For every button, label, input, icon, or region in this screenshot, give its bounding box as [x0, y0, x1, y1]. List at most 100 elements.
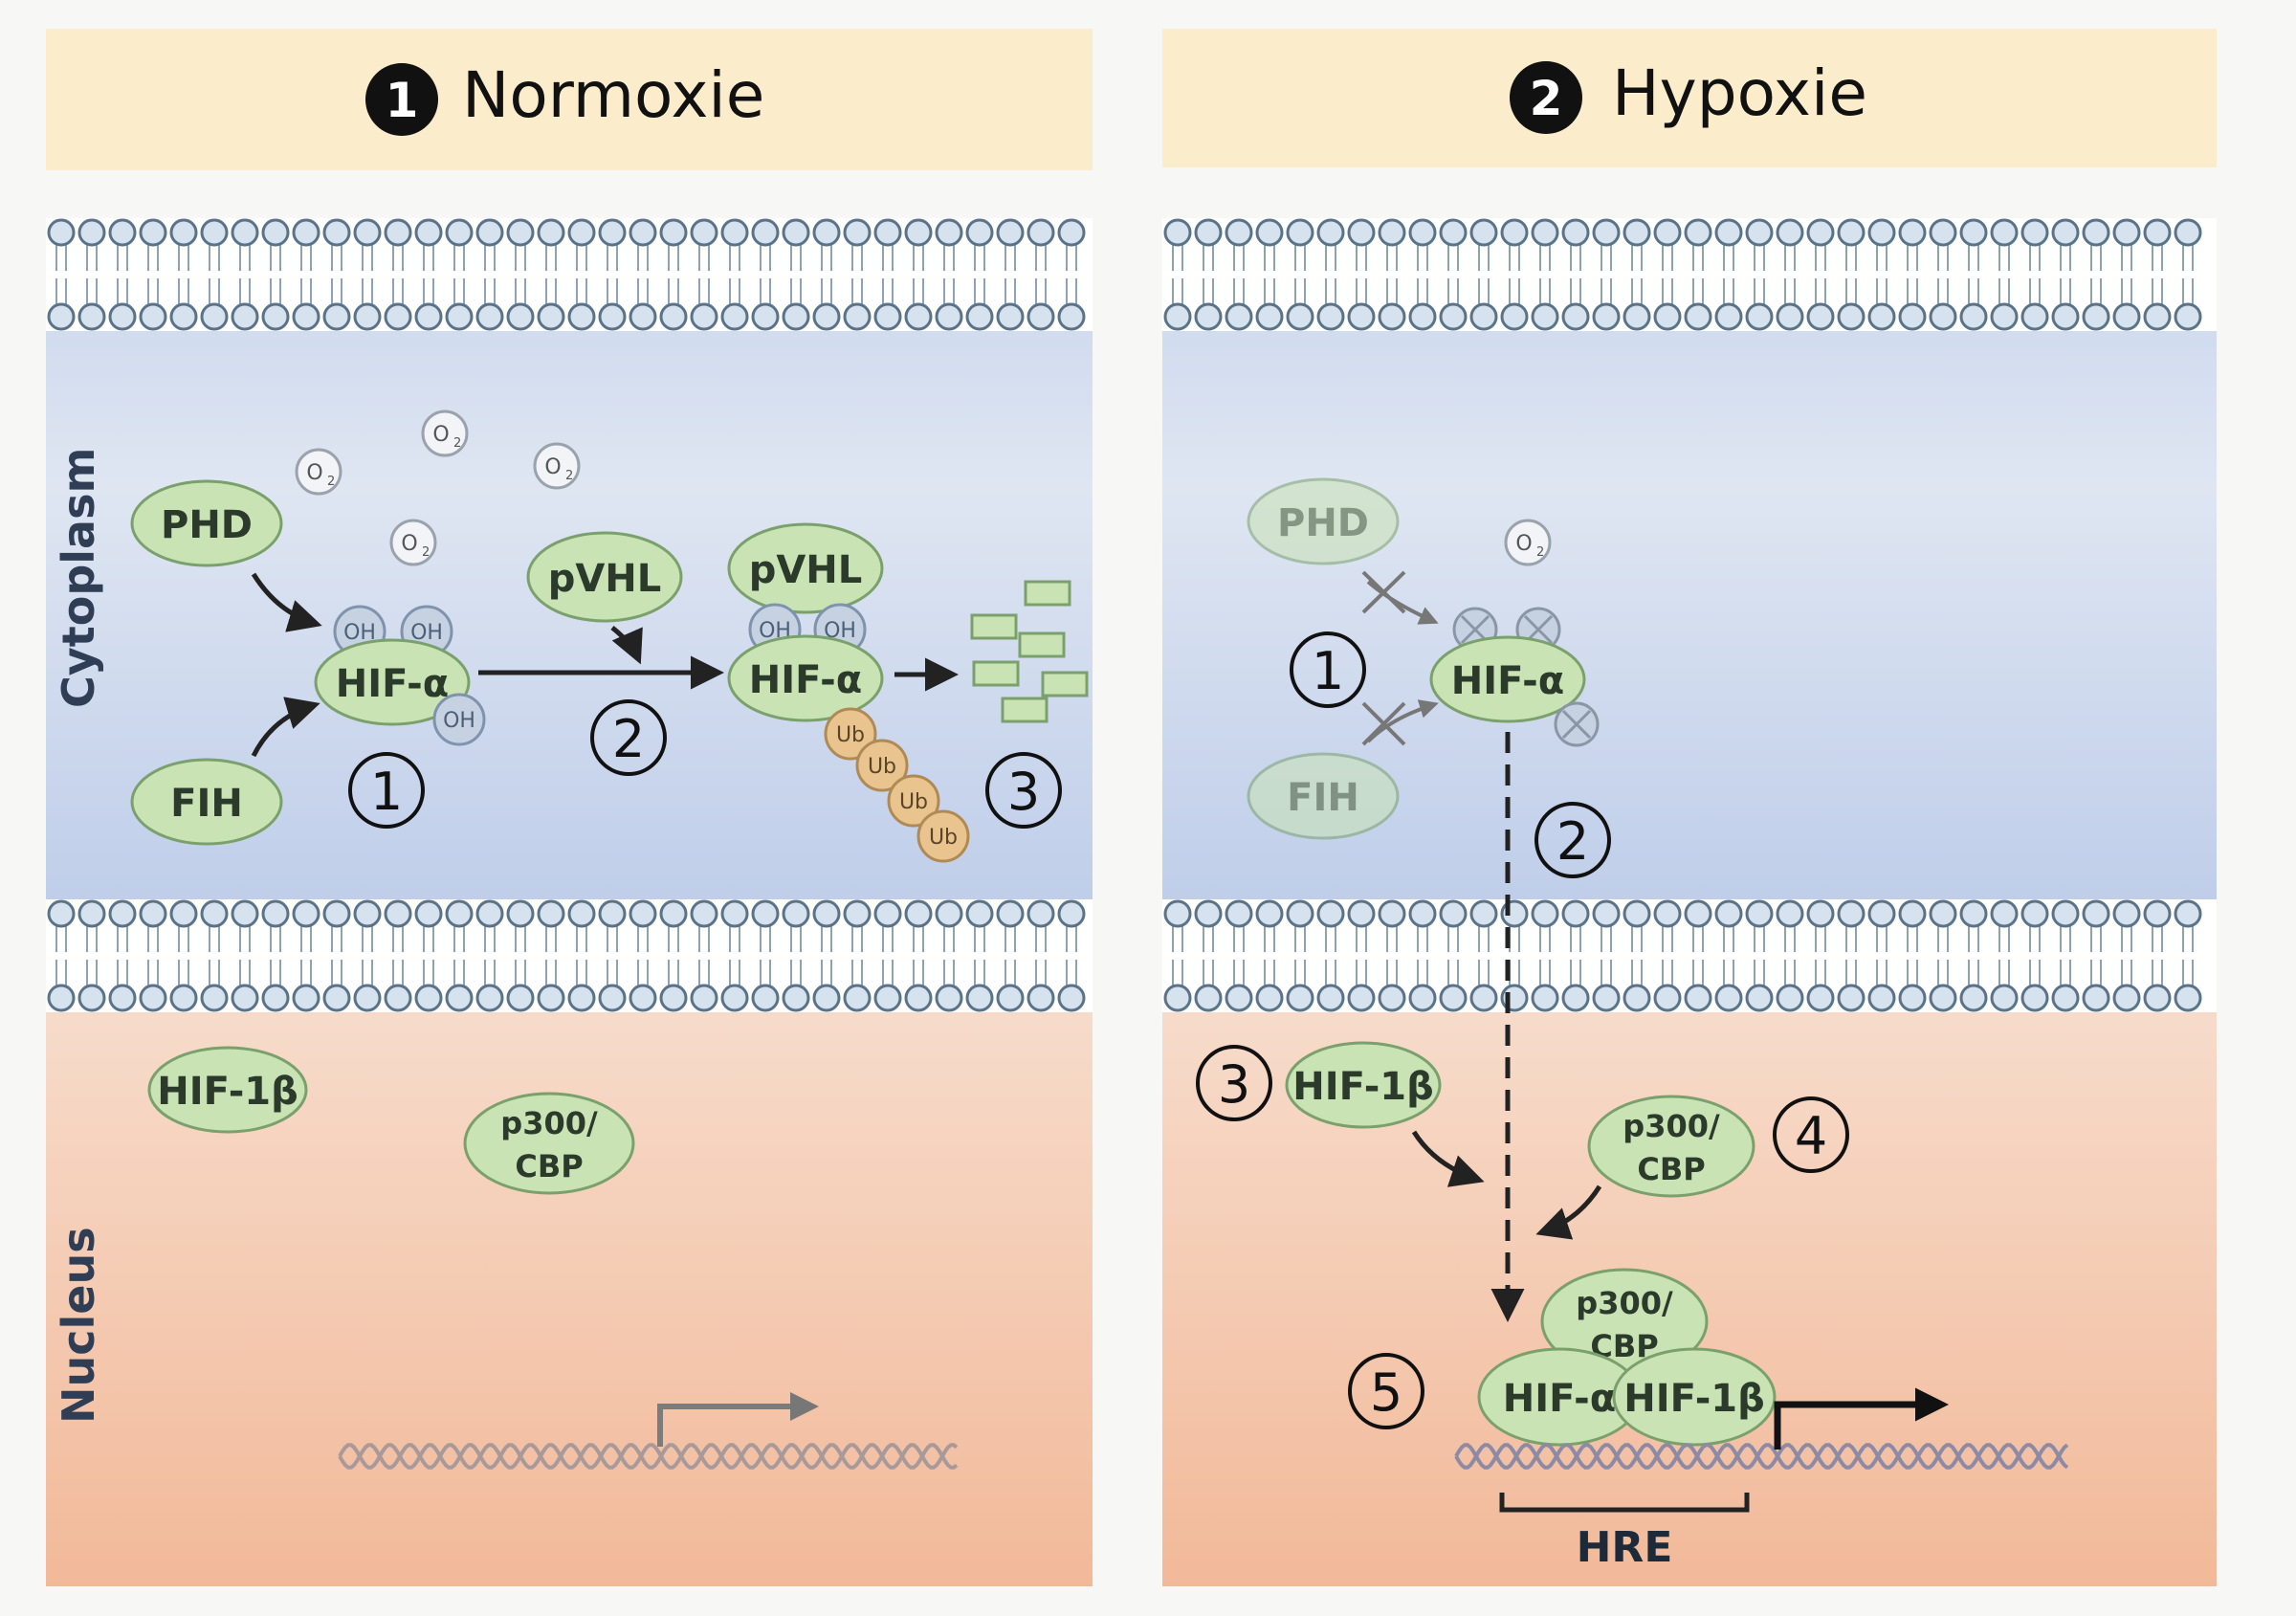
oh-label: OH: [443, 709, 475, 733]
o2-molecule: O 2: [421, 410, 469, 457]
step-marker-5: [1348, 1353, 1424, 1429]
step-marker-1-hypoxie: [1290, 631, 1366, 708]
badge-normoxie: [365, 63, 438, 136]
step-number-1: 1: [370, 762, 403, 822]
degradation-fragments: [970, 580, 1089, 723]
hre-bracket: [1499, 1493, 1750, 1513]
header-normoxie: [46, 29, 1093, 170]
svg-text:2: 2: [453, 436, 461, 451]
hif-alpha-stable-label: HIF-α: [1451, 659, 1565, 703]
svg-text:2: 2: [1536, 545, 1544, 560]
step-number-3: 3: [1007, 762, 1040, 822]
pvhl-bound-label: pVHL: [749, 548, 863, 592]
arrow-p300-recruit: [1535, 1184, 1602, 1240]
phd-inactive-label: PHD: [1277, 501, 1369, 545]
step-marker-3: [985, 752, 1062, 829]
p300-label-line1: p300/: [500, 1105, 598, 1141]
ub-label: Ub: [899, 790, 928, 814]
pvhl-bound-protein: [727, 522, 884, 614]
hif-1beta-complex: [1612, 1347, 1777, 1447]
svg-text:2: 2: [327, 475, 335, 489]
o2-molecule: O 2: [295, 448, 342, 496]
o2-molecule: O 2: [533, 442, 581, 490]
arrow-fih-to-hif: [251, 697, 320, 758]
panel-title-hypoxie: Hypoxie: [1612, 56, 1867, 130]
hif-alpha-label: HIF-α: [336, 662, 450, 706]
hif-1beta-protein-hypoxie: [1285, 1041, 1442, 1129]
arrow-hif-1beta-recruit: [1411, 1130, 1485, 1187]
p300-label-line2: CBP: [515, 1148, 583, 1184]
fih-label: FIH: [170, 782, 243, 826]
o2-molecule: O 2: [389, 519, 437, 566]
hif-1beta-hypoxie-label: HIF-1β: [1292, 1065, 1434, 1109]
oh-group: [432, 693, 486, 746]
badge-normoxie-number: 1: [386, 73, 419, 128]
panel-title-normoxie: Normoxie: [462, 58, 764, 132]
ubiquitin: [855, 739, 909, 792]
ub-label: Ub: [836, 723, 865, 747]
blocked-arrow-fih: [1361, 699, 1439, 746]
header-hypoxie: [1162, 29, 2217, 167]
ubiquitin-chain: Ub Ub Ub Ub: [824, 707, 970, 863]
label-cytoplasm: Cytoplasm: [53, 448, 104, 708]
arrow-phd-to-hif: [251, 572, 322, 632]
membrane-nuclear-normoxie: [46, 899, 1093, 1012]
membrane-outer-hypoxie: [1162, 218, 2217, 331]
svg-text:O: O: [544, 455, 561, 479]
hif-1beta-protein: [147, 1046, 308, 1134]
svg-text:O: O: [306, 461, 322, 485]
svg-text:2: 2: [422, 545, 430, 560]
transcription-arrow-inactive: [657, 1392, 819, 1447]
blocked-arrow-phd: [1361, 570, 1439, 625]
step-number-5: 5: [1370, 1362, 1402, 1423]
svg-text:O: O: [1515, 532, 1532, 556]
step-number-2-hypoxie: 2: [1556, 811, 1589, 872]
pvhl-protein: [526, 531, 683, 623]
membrane-nuclear-hypoxie: [1162, 899, 2217, 1012]
dna-strand-hypoxie: [1454, 1443, 2069, 1470]
fih-protein-inactive: [1247, 752, 1400, 840]
hif-alpha-bound-label: HIF-α: [749, 658, 863, 702]
svg-text:O: O: [432, 423, 449, 447]
blocked-site: [1554, 701, 1600, 747]
p300-cbp-protein: [463, 1092, 635, 1195]
p300-hypoxie-line1: p300/: [1623, 1108, 1720, 1144]
p300-hypoxie-line2: CBP: [1637, 1151, 1705, 1187]
panel-hypoxie: 2 Hypoxie PHD FIH O 2: [1162, 29, 2217, 1586]
hif-1beta-label: HIF-1β: [157, 1070, 298, 1114]
step-marker-2-hypoxie: [1534, 802, 1611, 878]
panel-normoxie: 1 Normoxie Cytoplasm Nucleus O 2 O 2 O 2…: [46, 29, 1093, 1586]
transcription-arrow-active: [1774, 1387, 1949, 1450]
cytoplasm-region-hypoxie: [1162, 218, 2217, 984]
dna-strand-normoxie: [338, 1443, 959, 1470]
step-marker-2: [590, 699, 667, 776]
step-marker-3-hypoxie: [1196, 1045, 1272, 1121]
hif-1beta-complex-label: HIF-1β: [1623, 1377, 1765, 1421]
step-marker-4: [1773, 1096, 1849, 1173]
hre-label: HRE: [1577, 1523, 1673, 1572]
badge-hypoxie: [1510, 61, 1582, 134]
ubiquitin: [824, 707, 877, 761]
p300-cbp-protein-hypoxie: [1587, 1095, 1755, 1198]
ubiquitin: [887, 774, 940, 828]
hif-alpha-protein: [314, 638, 471, 726]
hif-alpha-complex-label: HIF-α: [1503, 1377, 1617, 1421]
step-marker-1: [348, 752, 425, 829]
badge-hypoxie-number: 2: [1530, 71, 1563, 126]
svg-text:O: O: [401, 532, 417, 556]
step-number-2: 2: [612, 709, 645, 769]
fih-inactive-label: FIH: [1287, 776, 1359, 820]
ubiquitin: [916, 809, 970, 863]
label-nucleus: Nucleus: [53, 1227, 104, 1424]
membrane-outer-normoxie: [46, 218, 1093, 331]
fih-protein: [130, 758, 283, 846]
step-number-3-hypoxie: 3: [1218, 1054, 1250, 1115]
ub-label: Ub: [929, 826, 958, 850]
hif-alpha-stable-protein: [1429, 635, 1586, 723]
arrow-pvhl-binding: [610, 626, 643, 665]
pvhl-label: pVHL: [548, 557, 662, 601]
o2-molecule: O 2: [1504, 519, 1552, 566]
svg-text:2: 2: [565, 469, 573, 483]
step-number-1-hypoxie: 1: [1312, 641, 1344, 701]
